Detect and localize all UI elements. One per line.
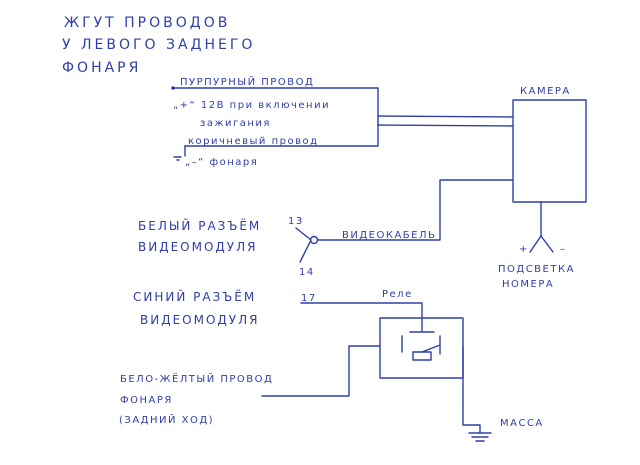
reverse-wire-label-3: (ЗАДНИЙ ХОД) (119, 413, 214, 426)
reverse-wire-label-2: ФОНАРЯ (120, 395, 173, 406)
camera-label: КАМЕРА (520, 86, 571, 97)
lamp-minus-label: „–“ фонаря (185, 157, 258, 168)
video-cable-label: ВИДЕОКАБЕЛЬ (342, 230, 436, 241)
pin-17-label: 17 (301, 293, 317, 304)
white-connector-label-2: ВИДЕОМОДУЛЯ (138, 240, 257, 254)
reverse-wire-line (261, 345, 381, 397)
blue-connector-label-2: ВИДЕОМОДУЛЯ (140, 313, 259, 327)
pin-14-label: 14 (299, 267, 315, 278)
plate-light-minus: – (560, 244, 567, 255)
pin-13-label: 13 (288, 216, 304, 227)
ground-symbol (468, 432, 492, 442)
pin-17-line (300, 302, 423, 319)
video-cable-line (317, 179, 514, 241)
plate-light-plus: + (519, 244, 529, 255)
camera-box (512, 99, 587, 203)
brown-wire-label: коричневый провод (188, 136, 319, 147)
ground-label: МАССА (500, 418, 544, 429)
lamp-minus-ground-symbol (173, 156, 182, 161)
video-pins-lines (295, 227, 312, 263)
title-line-3: ФОНАРЯ (62, 60, 141, 76)
plus12v-label-line-2: зажигания (200, 118, 271, 129)
reverse-wire-label-1: БЕЛО-ЖЁЛТЫЙ ПРОВОД (120, 372, 273, 385)
camera-power-wires (377, 115, 513, 127)
relay-label: Реле (382, 289, 413, 300)
harness-loop-line (172, 87, 379, 147)
title-line-2: У ЛЕВОГО ЗАДНЕГО (62, 37, 255, 53)
plate-light-label-1: ПОДСВЕТКА (498, 264, 575, 275)
white-connector-label-1: БЕЛЫЙ РАЗЪЁМ (138, 218, 261, 233)
harness-wires (171, 86, 513, 161)
ground-wire-line (462, 345, 481, 434)
title-line-1: ЖГУТ ПРОВОДОВ (64, 15, 230, 31)
relay-contacts (401, 317, 441, 355)
relay-coil (412, 351, 432, 361)
blue-connector-label-1: СИНИЙ РАЗЪЁМ (133, 289, 256, 304)
plate-light-wires (529, 201, 554, 253)
plus12v-label-line-1: „+“ 12В при включении (173, 100, 330, 111)
relay-symbol (379, 317, 464, 379)
purple-wire-label: ПУРПУРНЫЙ ПРОВОД (180, 75, 314, 88)
plate-light-label-2: НОМЕРА (502, 279, 554, 290)
